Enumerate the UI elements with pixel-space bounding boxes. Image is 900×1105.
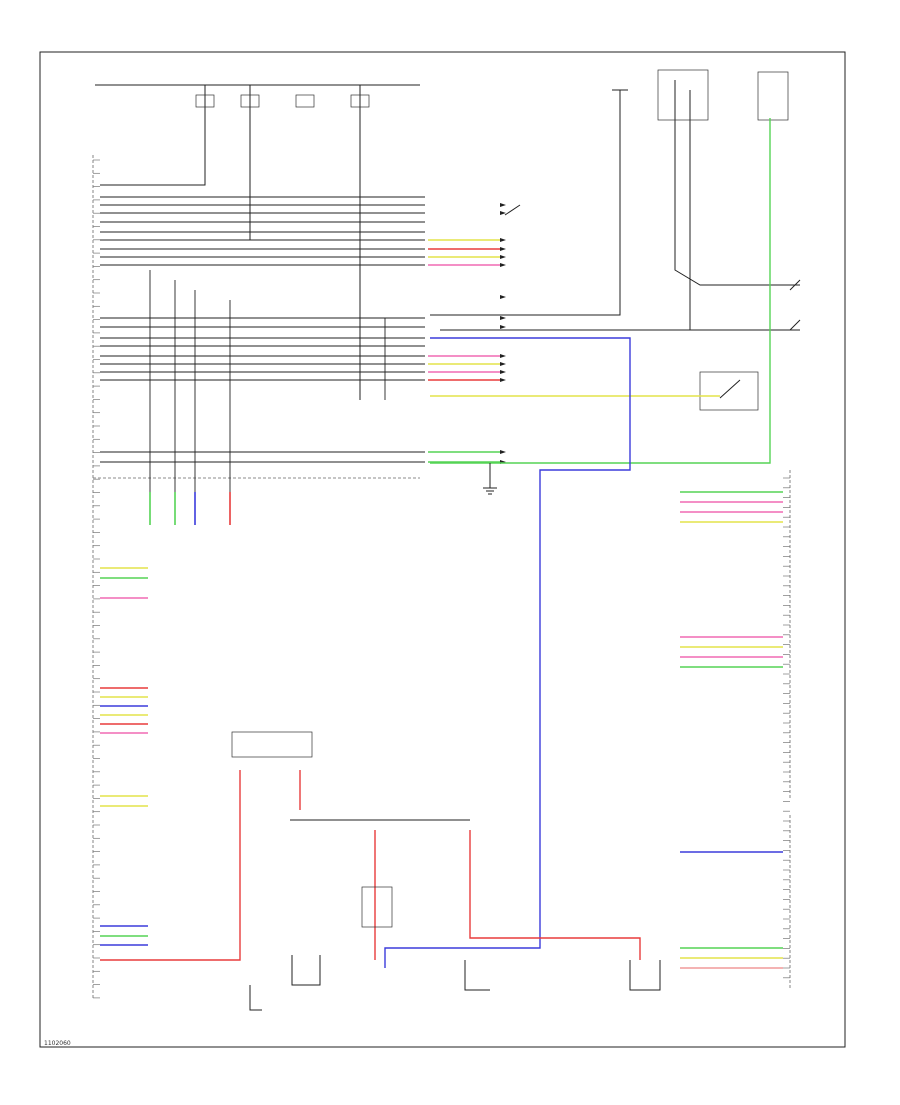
transmission-switch-contact: [719, 379, 741, 399]
sensor-lower-4: [464, 960, 490, 991]
arrow-head: [500, 211, 506, 215]
switch-box-lower: [361, 886, 393, 928]
fuse-4: [350, 94, 370, 108]
signal-wires: [100, 196, 506, 464]
drop-wires: [149, 270, 386, 492]
door-switch-right-1: [789, 279, 801, 291]
fuse-3: [295, 94, 315, 108]
wire-tr-2: [674, 80, 800, 286]
arrow-head: [500, 378, 506, 382]
door-switch-top: [504, 204, 521, 216]
switch-box-top-1: [657, 69, 709, 121]
ground-symbol: [483, 487, 497, 495]
sensor-lower-3: [629, 960, 661, 991]
arrow-head: [500, 247, 506, 251]
relay-box-lower: [231, 731, 313, 758]
arrow-head: [500, 325, 506, 329]
feed-wire-1: [100, 85, 206, 186]
arrow-head: [500, 362, 506, 366]
sensor-lower-1: [291, 955, 321, 986]
transmission-switch-box: [699, 371, 759, 411]
arrow-head: [500, 255, 506, 259]
figure-id: 1102060: [44, 1040, 71, 1047]
wire-tr-1: [430, 90, 621, 316]
blue-wire-main: [384, 337, 631, 968]
left-connector-pins: [93, 159, 100, 999]
fuse-2: [240, 94, 260, 108]
left-connector-tails: [149, 492, 231, 525]
switch-box-top-2: [757, 71, 789, 121]
green-wire-main: [430, 118, 771, 464]
right-connector-tails: [680, 491, 783, 969]
arrow-head: [500, 238, 506, 242]
red-wire-lower-right: [469, 830, 641, 960]
lower-left-leads: [100, 567, 148, 946]
arrow-head: [500, 450, 506, 454]
arrow-head: [500, 263, 506, 267]
arrow-head: [500, 203, 506, 207]
arrow-head: [500, 295, 506, 299]
feed-wire-2: [100, 85, 251, 241]
sensor-lower-2: [249, 985, 262, 1011]
red-wire-lower-left: [100, 770, 241, 961]
diagram-frame: [39, 51, 846, 1048]
arrow-head: [500, 354, 506, 358]
fuse-1: [195, 94, 215, 108]
arrow-head: [500, 370, 506, 374]
door-switch-right-2: [789, 319, 801, 331]
arrow-head: [500, 316, 506, 320]
right-connector-pins: [783, 477, 790, 979]
